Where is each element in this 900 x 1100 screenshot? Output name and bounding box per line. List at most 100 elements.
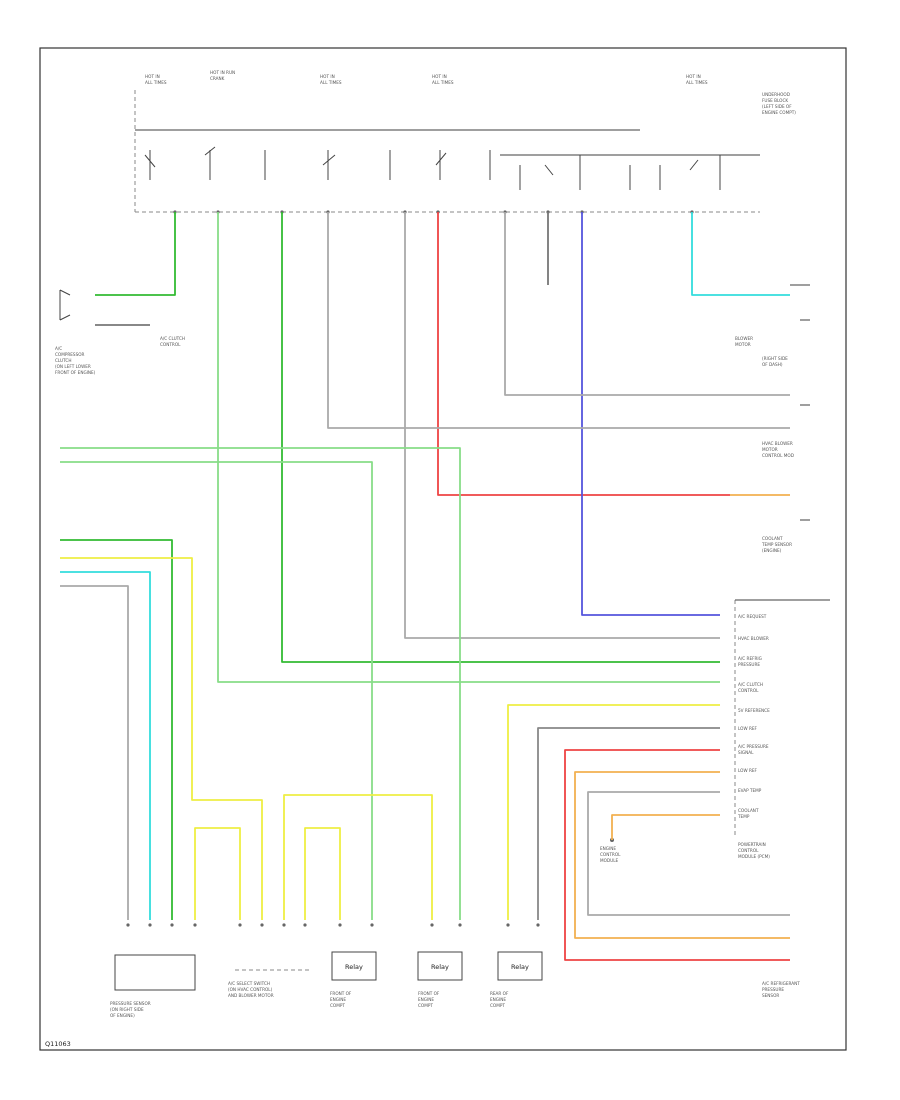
figure-reference: Q11063 [45,1040,71,1048]
pcm-pin-column: A/C REQUEST HVAC BLOWER A/C REFRIGPRESSU… [600,599,830,863]
svg-text:FRONT OF: FRONT OF [418,991,440,996]
wire-gray-1 [504,212,790,396]
svg-text:HOT IN: HOT IN [145,74,160,79]
svg-text:MOTOR: MOTOR [762,447,778,452]
svg-text:EVAP TEMP: EVAP TEMP [738,788,762,793]
wire-gray-pcm-right [587,791,790,916]
svg-text:PRESSURE: PRESSURE [762,987,784,992]
wire-gray-2 [327,212,790,429]
wire-orange-sensor [611,814,720,840]
svg-text:(ENGINE): (ENGINE) [762,548,782,553]
wire-yellow-loop-1 [283,794,433,920]
svg-text:COOLANT: COOLANT [738,808,759,813]
svg-text:ENGINE: ENGINE [600,846,616,851]
svg-text:BLOWER: BLOWER [735,336,753,341]
svg-text:MOTOR: MOTOR [735,342,751,347]
wire-yellow-left [60,557,263,920]
svg-text:ALL TIMES: ALL TIMES [320,80,342,85]
wire-cyan-left [60,571,151,920]
svg-text:A/C REFRIG: A/C REFRIG [738,656,762,661]
svg-text:FRONT OF ENGINE): FRONT OF ENGINE) [55,370,96,375]
svg-text:COMPT: COMPT [330,1003,345,1008]
svg-text:SENSOR: SENSOR [762,993,779,998]
svg-text:HOT IN: HOT IN [320,74,335,79]
svg-text:ALL TIMES: ALL TIMES [686,80,708,85]
svg-text:CONTROL MOD: CONTROL MOD [762,453,794,458]
left-sensor-connector [114,954,196,991]
wire-green-clutch [95,212,176,296]
svg-text:A/C: A/C [55,346,62,351]
svg-text:CONTROL: CONTROL [600,852,621,857]
svg-text:MODULE (PCM): MODULE (PCM) [738,854,770,859]
svg-text:MODULE: MODULE [600,858,619,863]
svg-text:LOW REF: LOW REF [738,726,758,731]
relay-box-3-label: Relay [511,963,529,971]
svg-text:(ON LEFT LOWER: (ON LEFT LOWER [55,364,91,369]
wire-blue-pcm [581,212,720,616]
relay-box-3 [497,951,543,981]
svg-text:CONTROL: CONTROL [160,342,181,347]
svg-text:CONTROL: CONTROL [738,688,759,693]
svg-text:COOLANT: COOLANT [762,536,783,541]
svg-text:SIGNAL: SIGNAL [738,750,754,755]
svg-text:A/C CLUTCH: A/C CLUTCH [738,682,763,687]
wire-green-left [60,539,173,920]
svg-text:A/C REQUEST: A/C REQUEST [738,614,767,619]
svg-text:A/C PRESSURE: A/C PRESSURE [738,744,769,749]
wire-group [60,212,790,961]
svg-text:HOT IN: HOT IN [432,74,447,79]
svg-text:AND BLOWER MOTOR: AND BLOWER MOTOR [228,993,274,998]
svg-text:(ON RIGHT SIDE: (ON RIGHT SIDE [110,1007,144,1012]
svg-text:COMPRESSOR: COMPRESSOR [55,352,85,357]
svg-text:ENGINE COMPT): ENGINE COMPT) [762,110,796,115]
svg-text:(RIGHT SIDE: (RIGHT SIDE [762,356,788,361]
wire-yellow-pcm [507,704,720,920]
svg-text:ENGINE: ENGINE [490,997,506,1002]
svg-text:A/C CLUTCH: A/C CLUTCH [160,336,185,341]
bottom-components: PRESSURE SENSOR(ON RIGHT SIDE OF ENGINE)… [110,923,800,1018]
svg-text:ALL TIMES: ALL TIMES [432,80,454,85]
svg-text:A/C SELECT SWITCH: A/C SELECT SWITCH [228,981,270,986]
svg-text:TEMP: TEMP [737,814,750,819]
svg-text:5V REFERENCE: 5V REFERENCE [738,708,770,713]
svg-text:HOT IN: HOT IN [686,74,701,79]
wire-yellow-loop-2 [194,827,241,920]
svg-text:REAR OF: REAR OF [490,991,509,996]
svg-text:FUSE BLOCK: FUSE BLOCK [762,98,788,103]
svg-text:(ON HVAC CONTROL): (ON HVAC CONTROL) [228,987,273,992]
svg-text:POWERTRAIN: POWERTRAIN [738,842,766,847]
wire-lightgreen-pcm [217,212,720,683]
wire-lightgreen-left-2 [60,461,373,920]
svg-text:TEMP SENSOR: TEMP SENSOR [761,542,792,547]
svg-text:CONTROL: CONTROL [738,848,759,853]
svg-text:OF ENGINE): OF ENGINE) [110,1013,135,1018]
svg-text:ENGINE: ENGINE [330,997,346,1002]
wire-yellow-loop-3 [304,827,341,920]
wire-gray-left [60,585,129,920]
svg-text:HVAC BLOWER: HVAC BLOWER [762,441,793,446]
svg-text:FRONT OF: FRONT OF [330,991,352,996]
wire-orange-pcm [574,771,790,939]
svg-text:ENGINE: ENGINE [418,997,434,1002]
wire-lightgreen-left-1 [60,447,461,920]
wire-green-pcm [281,212,720,663]
diagram-frame [39,47,847,1051]
svg-text:PRESSURE: PRESSURE [738,662,760,667]
relay-box-2 [417,951,463,981]
wire-gray-pcm-relay [537,727,720,920]
svg-text:A/C REFRIGERANT: A/C REFRIGERANT [762,981,800,986]
relay-box-1 [331,951,377,981]
svg-text:CLUTCH: CLUTCH [55,358,72,363]
svg-text:LOW REF: LOW REF [738,768,758,773]
wire-cyan-blower [691,212,790,296]
svg-text:HOT IN RUN: HOT IN RUN [210,70,235,75]
svg-text:PRESSURE SENSOR: PRESSURE SENSOR [110,1001,151,1006]
svg-text:OF DASH): OF DASH) [762,362,783,367]
relay-box-2-label: Relay [431,963,449,971]
wire-gray-3 [404,212,720,639]
svg-text:(LEFT SIDE OF: (LEFT SIDE OF [762,104,792,109]
